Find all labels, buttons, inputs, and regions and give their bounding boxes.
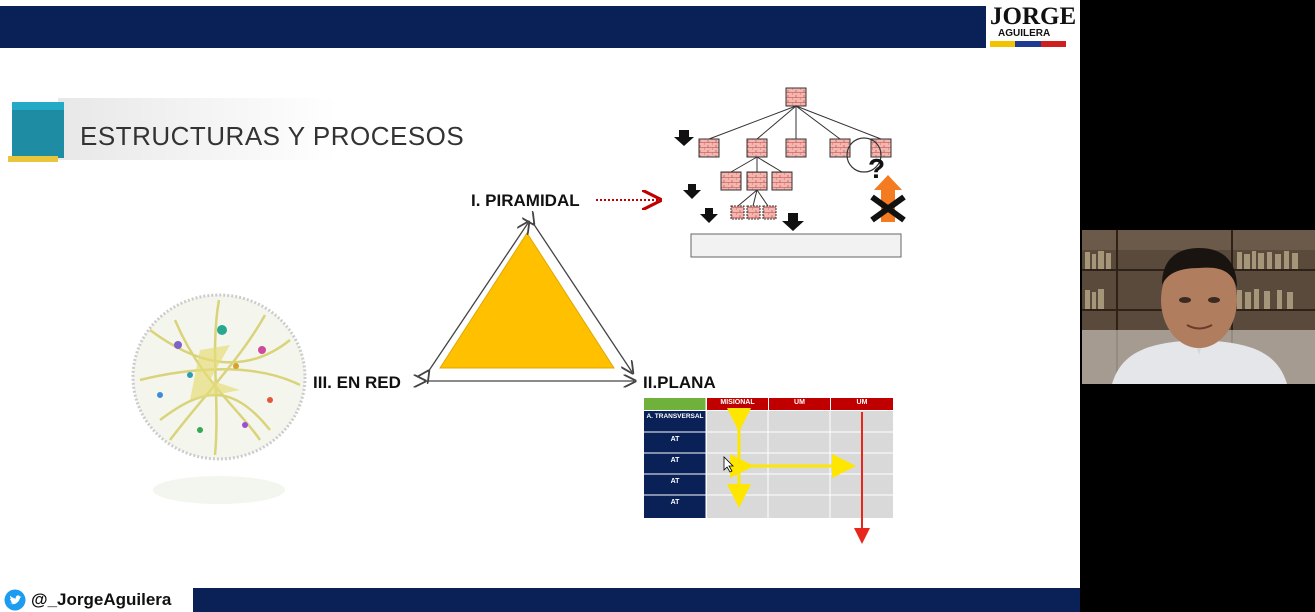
table-row-label: AT <box>670 478 680 485</box>
arrow-left-edge <box>428 223 528 372</box>
table-header-misional: MISIONAL <box>720 399 755 406</box>
org-chart-diagram: ? <box>674 87 906 258</box>
network-globe-diagram <box>131 293 307 504</box>
table-header-um-1: UM <box>794 399 805 406</box>
title-decoration <box>8 98 338 162</box>
logo-name-first: JORGE <box>990 3 1077 30</box>
logo-name-last: AGUILERA <box>998 28 1051 39</box>
webcam-video-feed <box>1082 230 1315 384</box>
footer-bar <box>193 588 1080 612</box>
table-row-label: AT <box>670 457 680 464</box>
label-piramidal: I. PIRAMIDAL <box>471 191 580 210</box>
table-row-label: A. TRANSVERSAL <box>646 413 704 420</box>
twitter-handle: @_JorgeAguilera <box>4 588 171 612</box>
table-row-label: AT <box>670 499 680 506</box>
table-row-label: AT <box>670 436 680 443</box>
arrow-right-edge <box>533 223 632 372</box>
presentation-slide: JORGE AGUILERA ESTRUCTURAS Y PROCESOS <box>0 0 1080 612</box>
structures-diagram: ? <box>131 87 906 544</box>
pyramid-triangle <box>439 232 615 369</box>
logo: JORGE AGUILERA <box>990 3 1077 48</box>
logo-flag-stripe <box>990 41 1066 47</box>
label-plana: II.PLANA <box>643 373 716 392</box>
twitter-handle-text: @_JorgeAguilera <box>31 590 172 609</box>
label-en-red: III. EN RED <box>313 373 401 392</box>
plana-matrix-table <box>644 398 893 544</box>
table-header-um-2: UM <box>856 399 868 406</box>
header-bar <box>0 6 986 48</box>
svg-text:?: ? <box>868 153 885 184</box>
slide-title: ESTRUCTURAS Y PROCESOS <box>80 121 465 151</box>
twitter-bird-icon <box>4 589 26 611</box>
